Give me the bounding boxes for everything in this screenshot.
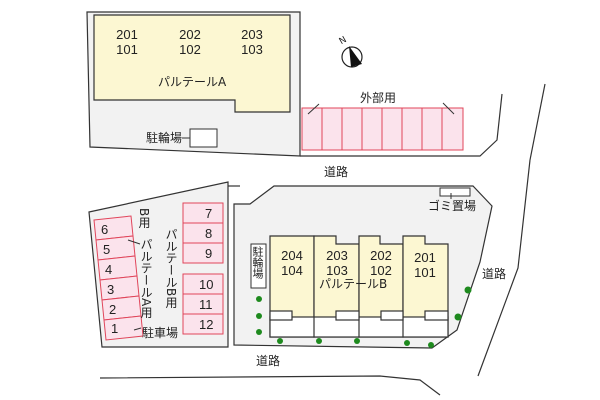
parking-right-column <box>182 202 224 335</box>
road-right-edge-top <box>529 83 546 161</box>
building-a-name: パルテールA <box>158 75 227 89</box>
parking-a-use-label: パルテールA用 <box>139 238 153 319</box>
garbage-label: ゴミ置場 <box>428 199 477 213</box>
bike-parking-a-label: 駐輪場 <box>146 131 183 145</box>
unit-upper: 201 <box>414 250 436 265</box>
unit-lower: 104 <box>281 263 303 278</box>
building-a <box>93 14 291 113</box>
road-bottom-label: 道路 <box>256 354 281 368</box>
unit-lower: 101 <box>116 42 138 57</box>
unit-upper: 201 <box>116 27 138 42</box>
north-compass-icon <box>341 46 363 68</box>
parking-slot: 1 <box>111 321 119 336</box>
external-parking <box>301 102 464 151</box>
parking-lot-label: 駐車場 <box>142 326 179 340</box>
parking-b-label: B用 <box>137 208 151 229</box>
parking-slot: 7 <box>205 206 213 221</box>
unit-lower: 103 <box>241 42 263 57</box>
road-bottom-edge <box>99 375 441 396</box>
parking-slot: 3 <box>107 282 115 297</box>
road-right-label: 道路 <box>482 267 507 281</box>
bike-parking-a-box <box>189 128 218 148</box>
parking-left-column <box>93 215 144 341</box>
unit-lower: 101 <box>414 265 436 280</box>
trees <box>256 286 472 348</box>
parking-slot: 4 <box>105 262 113 277</box>
parking-slot: 11 <box>199 297 213 312</box>
bike-parking-b-box <box>250 243 267 289</box>
unit-lower: 102 <box>179 42 201 57</box>
parking-slot: 10 <box>199 277 214 292</box>
parking-slot: 2 <box>109 302 117 317</box>
unit-upper: 202 <box>179 27 201 42</box>
unit-upper: 203 <box>326 248 348 263</box>
unit-upper: 204 <box>281 248 303 263</box>
parking-b-use-label: パルテールB用 <box>164 228 178 309</box>
lot-right-boundary <box>300 93 503 157</box>
road-top-label: 道路 <box>324 165 349 179</box>
unit-lower: 103 <box>326 263 348 278</box>
external-parking-label: 外部用 <box>360 91 397 105</box>
building-b <box>269 235 449 338</box>
unit-lower: 102 <box>370 263 392 278</box>
building-b-name: パルテールB <box>319 277 388 291</box>
parking-slot: 8 <box>205 226 213 241</box>
parking-slot: 6 <box>101 222 109 237</box>
bike-parking-b-label: 駐輪場 <box>251 246 264 279</box>
parking-slot: 9 <box>205 246 213 261</box>
road-right-edge <box>477 159 531 377</box>
parking-slot: 12 <box>199 317 214 332</box>
unit-upper: 202 <box>370 248 392 263</box>
unit-upper: 203 <box>241 27 263 42</box>
garbage-box <box>439 187 471 197</box>
parking-slot: 5 <box>103 242 111 257</box>
